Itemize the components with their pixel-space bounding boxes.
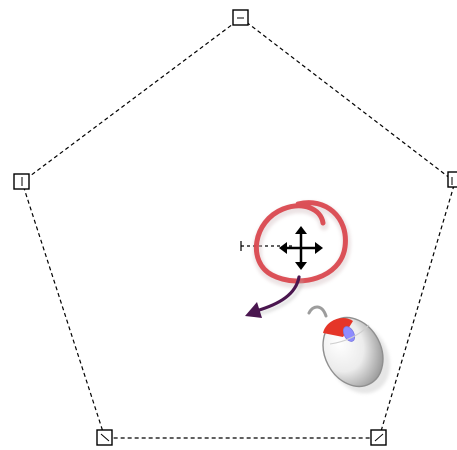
computer-mouse-icon xyxy=(309,307,402,404)
pentagon-outline[interactable] xyxy=(22,18,455,438)
pentagon-handle-right[interactable] xyxy=(448,172,457,187)
pentagon-handle-top[interactable] xyxy=(233,10,248,25)
pentagon-handle-left[interactable] xyxy=(14,174,29,189)
four-way-move-cursor-icon xyxy=(279,226,323,270)
pentagon-handle-bottom-left[interactable] xyxy=(97,430,112,445)
pentagon-handle-bottom-right[interactable] xyxy=(371,430,386,445)
